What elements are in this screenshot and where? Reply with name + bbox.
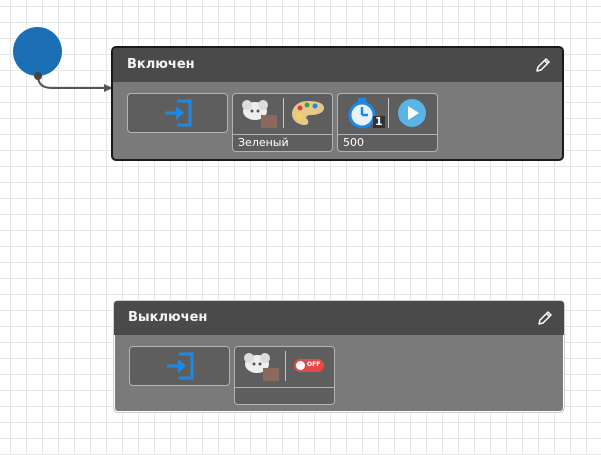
enter-icon <box>165 99 192 127</box>
pencil-edit-icon[interactable] <box>534 56 552 74</box>
state-header: Включен <box>113 48 562 82</box>
palette-icon <box>292 101 324 125</box>
timer-badge: 1 <box>373 115 385 128</box>
pencil-edit-icon[interactable] <box>536 309 554 327</box>
toggle-off-icon: OFF <box>294 359 324 372</box>
color-value-label: Зеленый <box>238 136 289 149</box>
device-icon <box>242 100 277 128</box>
state-header: Выключен <box>114 301 564 335</box>
enter-icon <box>167 352 194 380</box>
action-tile-set-color[interactable]: Зеленый <box>232 93 333 152</box>
tile-label-bar: 500 <box>338 134 437 151</box>
stopwatch-icon <box>348 98 376 129</box>
toggle-knob <box>296 361 305 370</box>
action-tile-enter[interactable] <box>129 346 230 386</box>
tile-label-bar <box>235 387 334 404</box>
device-icon <box>244 353 279 381</box>
state-title: Включен <box>127 57 195 72</box>
tile-label-bar: Зеленый <box>233 134 332 151</box>
action-tile-delay[interactable]: 1 500 <box>337 93 438 152</box>
tile-divider <box>283 98 284 128</box>
state-node-off[interactable]: Выключен OFF <box>113 300 565 413</box>
state-node-on[interactable]: Включен Зеле <box>111 46 564 161</box>
action-tile-switch-off[interactable]: OFF <box>234 346 335 405</box>
delay-value-label: 500 <box>343 136 364 149</box>
start-node[interactable] <box>13 27 62 76</box>
tile-divider <box>388 98 389 128</box>
play-icon[interactable] <box>397 98 427 128</box>
action-tile-enter[interactable] <box>127 93 228 133</box>
tile-divider <box>285 351 286 381</box>
state-title: Выключен <box>128 310 208 325</box>
toggle-text: OFF <box>307 361 321 368</box>
